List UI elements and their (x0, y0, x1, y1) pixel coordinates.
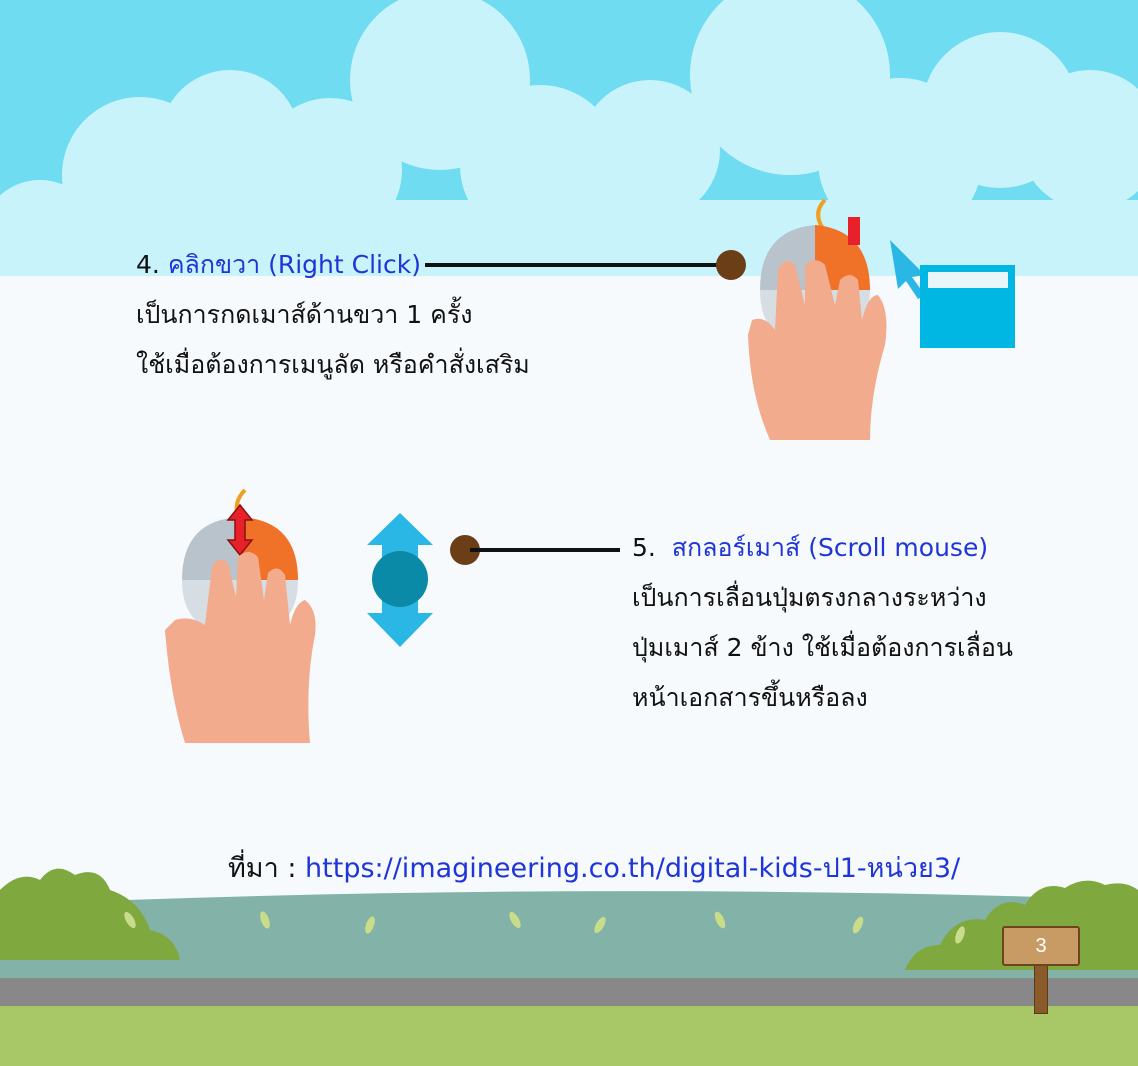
mouse-right-button[interactable] (815, 225, 870, 290)
source-link[interactable]: https://imagineering.co.th/digital-kids-… (305, 853, 961, 884)
page-number: 3 (1035, 934, 1047, 957)
scroll-line-1: เป็นการเลื่อนปุ่มตรงกลางระหว่าง (632, 583, 987, 612)
right-click-connector (425, 263, 725, 267)
page-number-sign: 3 (1002, 926, 1080, 966)
right-click-number: 4. (136, 250, 160, 279)
clouds (0, 0, 1138, 300)
scroll-wheel-arrow-icon (226, 503, 254, 557)
cursor-arrow-icon (890, 240, 925, 299)
source-credit: ที่มา : https://imagineering.co.th/digit… (228, 846, 960, 889)
scroll-heading: 5. สกลอร์เมาส์ (Scroll mouse) (632, 523, 988, 573)
up-down-arrow-icon (367, 513, 433, 647)
right-click-mouse-illustration (748, 198, 1015, 440)
alert-mark-icon (848, 217, 860, 245)
right-click-heading: 4. คลิกขวา (Right Click) (136, 240, 421, 290)
right-click-line-2: ใช้เมื่อต้องการเมนูลัด หรือคำสั่งเสริม (136, 350, 530, 379)
scroll-line-3: หน้าเอกสารขึ้นหรือลง (632, 683, 868, 712)
right-click-title: คลิกขวา (Right Click) (167, 250, 421, 279)
right-click-line-1: เป็นการกดเมาส์ด้านขวา 1 ครั้ง (136, 300, 473, 329)
hand (165, 552, 316, 743)
leaves (124, 911, 965, 944)
scroll-connector (470, 548, 620, 552)
hand (748, 260, 887, 440)
scroll-mouse-illustration (165, 488, 433, 743)
mouse-left-button (760, 225, 815, 290)
signpost-post (1034, 964, 1048, 1014)
road (0, 978, 1138, 1008)
scroll-line-2: ปุ่มเมาส์ 2 ข้าง ใช้เมื่อต้องการเลื่อน (632, 633, 1013, 662)
source-label: ที่มา : (228, 853, 306, 884)
scroll-title: สกลอร์เมาส์ (Scroll mouse) (671, 533, 989, 562)
right-click-dot (716, 250, 746, 280)
grass (0, 1006, 1138, 1066)
mouse-left-button (182, 517, 240, 580)
scroll-number: 5. (632, 533, 656, 562)
